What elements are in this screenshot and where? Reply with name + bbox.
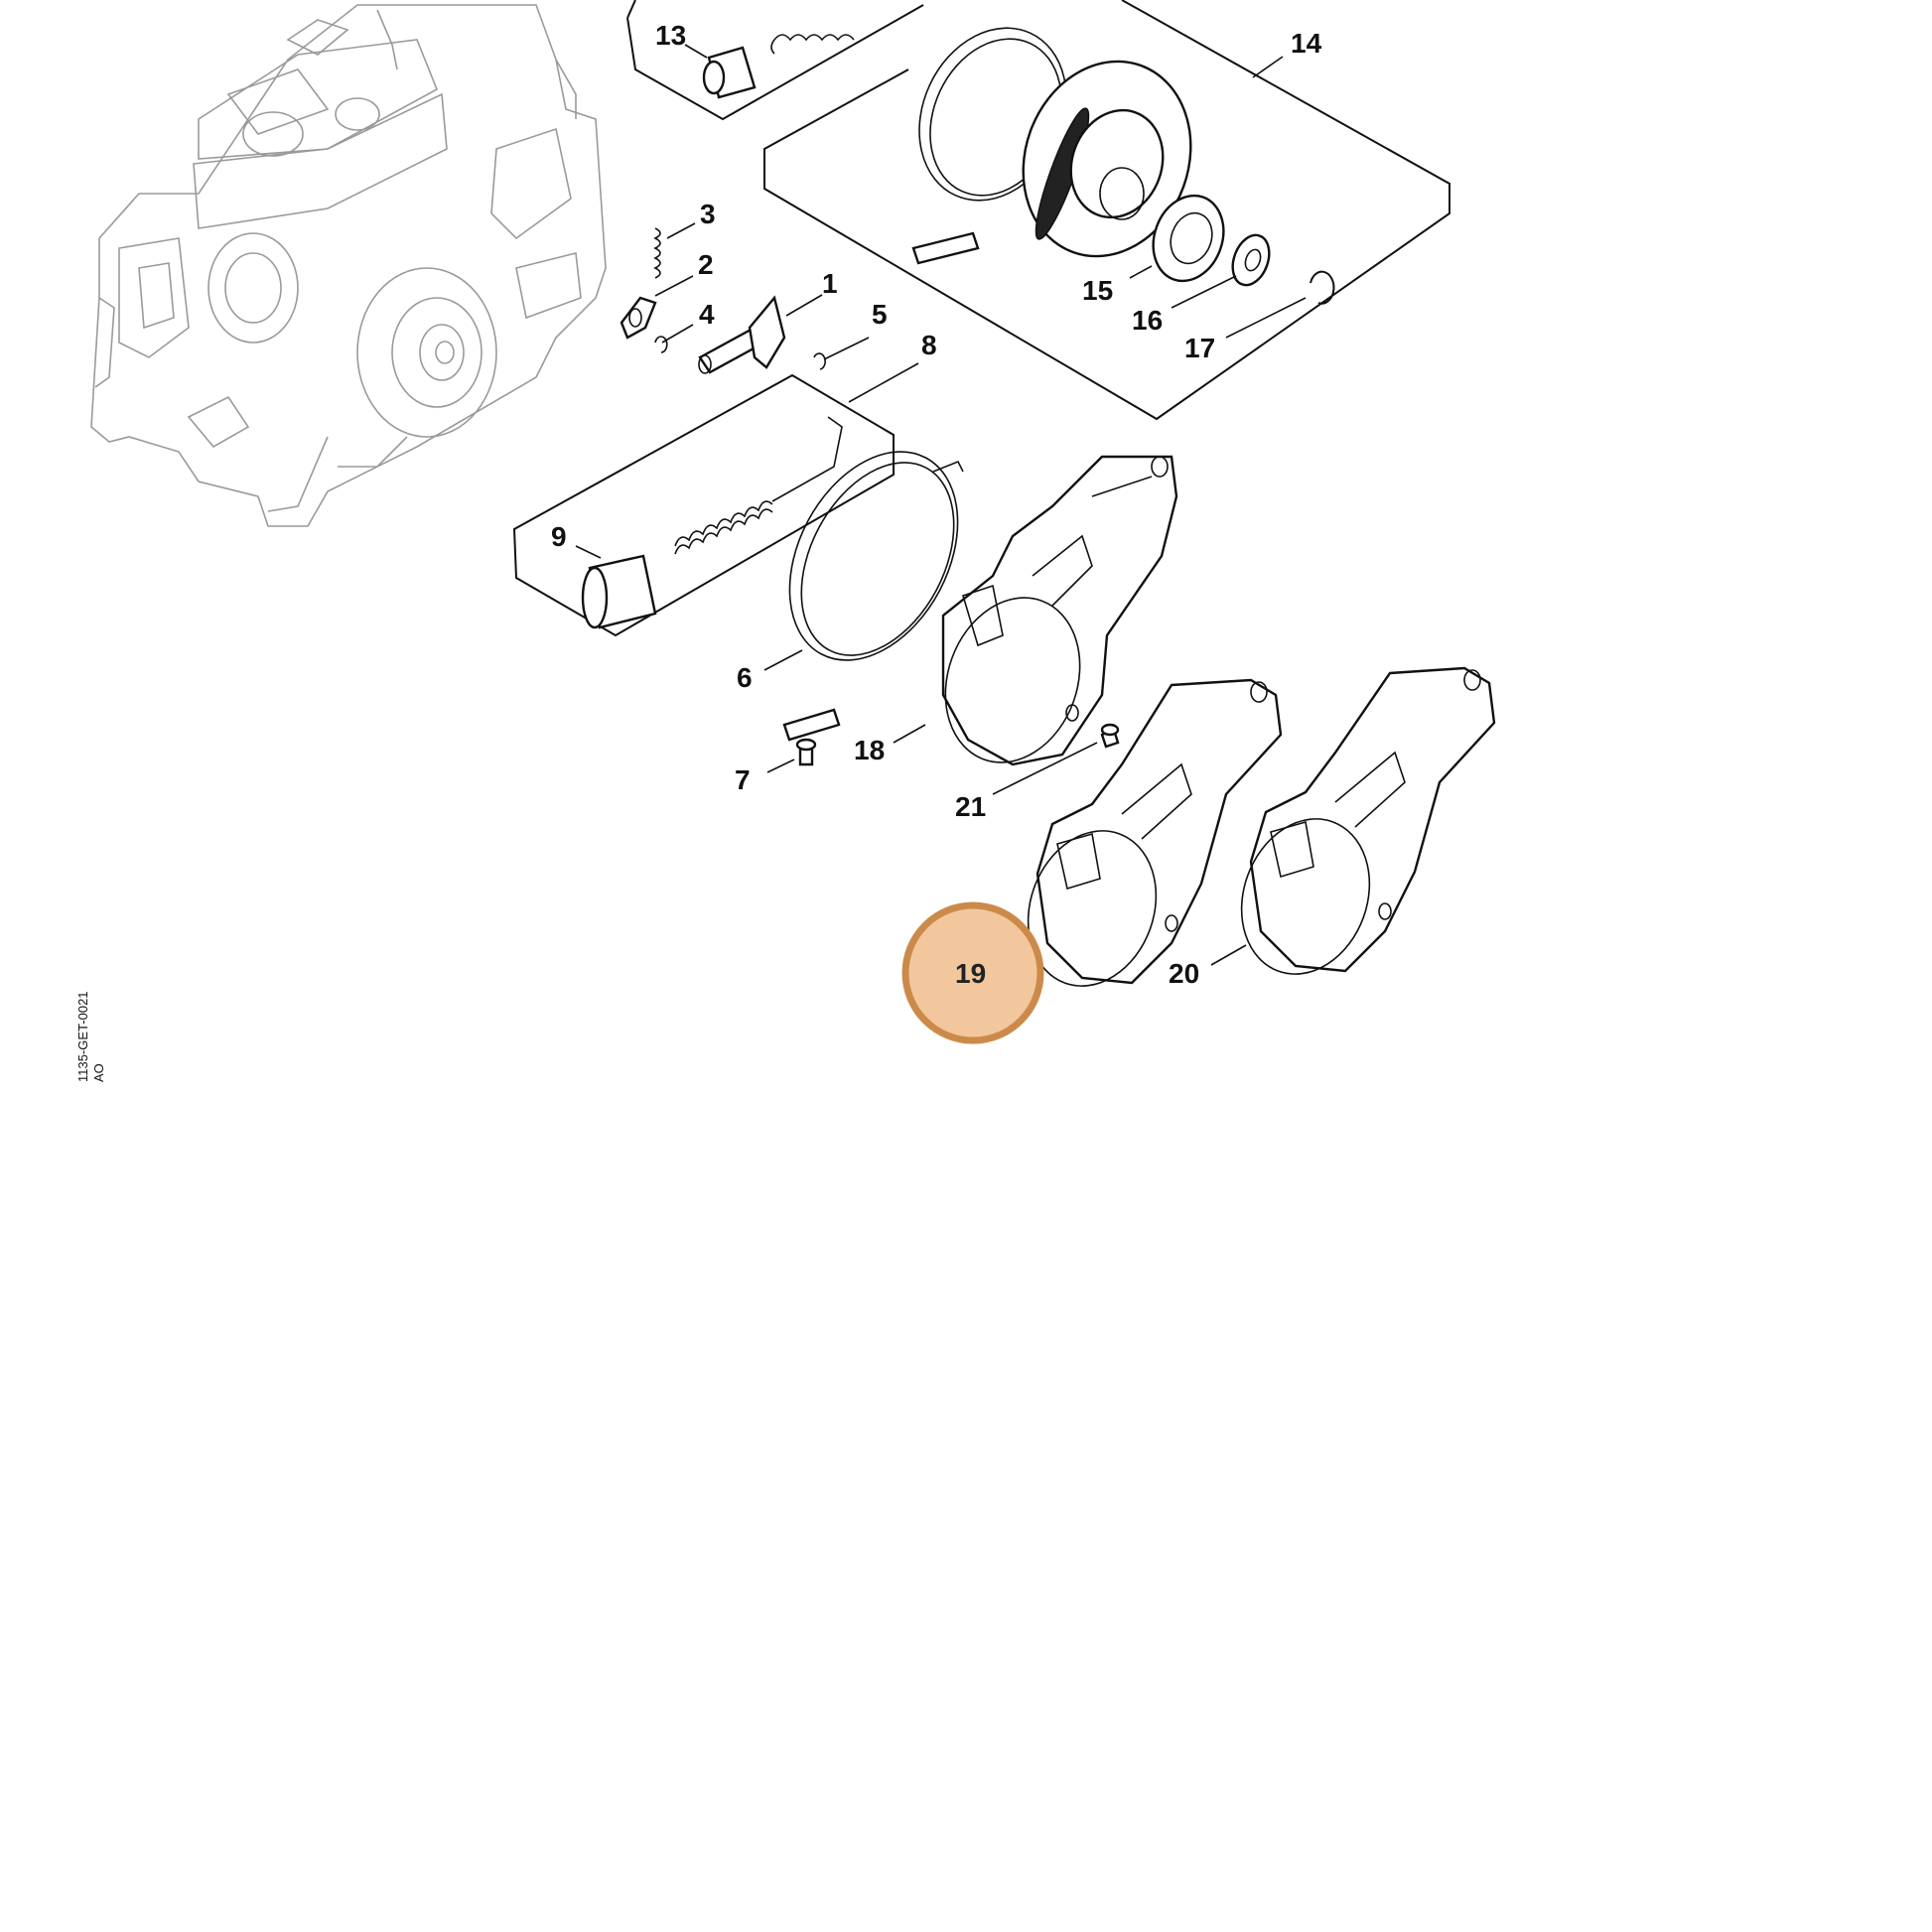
callout-7[interactable]: 7 [735, 764, 751, 795]
clutch-kit-box [763, 0, 1450, 421]
callout-9[interactable]: 9 [551, 521, 567, 552]
sprocket-cover-20 [1240, 666, 1496, 975]
callout-labels: 13 14 3 2 1 4 5 8 15 16 17 9 6 18 7 21 1… [551, 20, 1322, 989]
spring-kit-box-top [626, 0, 924, 121]
callout-5[interactable]: 5 [872, 299, 888, 330]
brake-lever-parts [620, 227, 826, 374]
callout-8[interactable]: 8 [921, 330, 937, 360]
callout-18[interactable]: 18 [854, 735, 885, 765]
callout-20[interactable]: 20 [1169, 958, 1199, 989]
callout-3[interactable]: 3 [700, 199, 716, 229]
callout-17[interactable]: 17 [1184, 333, 1215, 363]
highlight-marker[interactable] [901, 901, 1044, 1044]
callout-13[interactable]: 13 [655, 20, 686, 51]
sprocket-cover-18 [941, 455, 1178, 766]
callout-14[interactable]: 14 [1291, 28, 1322, 59]
callout-4[interactable]: 4 [699, 299, 715, 330]
svg-text:AO: AO [91, 1063, 106, 1082]
callout-2[interactable]: 2 [698, 249, 714, 280]
callout-6[interactable]: 6 [737, 662, 753, 693]
spring-kit-box [512, 373, 895, 637]
drawing-code: 1135-GET-0021 AO [75, 991, 106, 1082]
callout-16[interactable]: 16 [1132, 305, 1163, 336]
sprocket-cover-19 [1027, 678, 1283, 987]
svg-text:1135-GET-0021: 1135-GET-0021 [75, 991, 90, 1082]
engine-housing-illustration [90, 4, 607, 527]
callout-21[interactable]: 21 [955, 791, 986, 822]
callout-19[interactable]: 19 [955, 958, 986, 989]
callout-1[interactable]: 1 [822, 268, 838, 299]
brake-band [782, 451, 964, 766]
callout-15[interactable]: 15 [1082, 275, 1113, 306]
